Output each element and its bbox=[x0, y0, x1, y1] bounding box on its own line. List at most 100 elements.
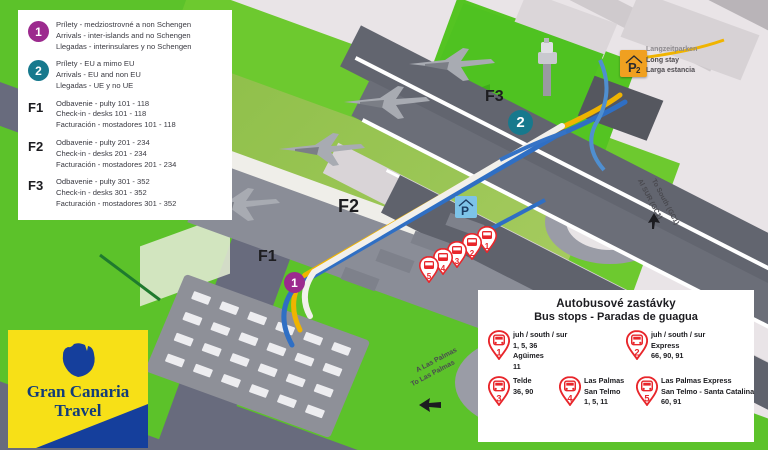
legend-row-f3: F3 Odbavenie - pulty 301 - 352 Check-in … bbox=[28, 177, 224, 209]
legend-text-2-es: Llegadas - UE y no UE bbox=[56, 80, 134, 90]
aircraft-icon-2 bbox=[279, 133, 365, 166]
svg-text:2: 2 bbox=[470, 249, 475, 258]
legend-text-f2: Odbavenie - pulty 201 - 234 Check-in - d… bbox=[56, 138, 176, 170]
parking-label-en: Long stay bbox=[646, 56, 680, 64]
parking-sign-blue[interactable]: P bbox=[455, 196, 477, 218]
map-bus-stop-pin-1[interactable]: 1 bbox=[477, 226, 497, 253]
legend-text-1-es: Llegadas - interinsulares y no Schengen bbox=[56, 41, 192, 51]
bus-stop-text-5: Las Palmas Express San Telmo - Santa Cat… bbox=[661, 376, 754, 408]
bus-stop-text-3: Telde 36, 90 bbox=[513, 376, 533, 397]
bus-stop-3-line-1: 36, 90 bbox=[513, 386, 534, 396]
bus-stop-1-line-3: 11 bbox=[513, 361, 521, 371]
map-label-f1: F1 bbox=[258, 248, 277, 265]
svg-text:1: 1 bbox=[496, 347, 501, 357]
bus-pin-icon-2: 2 bbox=[626, 330, 648, 360]
svg-text:1: 1 bbox=[485, 242, 490, 251]
svg-text:4: 4 bbox=[441, 264, 446, 273]
parking-sign-p2[interactable]: P 2 bbox=[620, 50, 647, 77]
legend-row-arrivals-2: 2 Prílety - EU a mimo EU Arrivals - EU a… bbox=[28, 59, 224, 91]
bus-stop-1-line-1: 1, 5, 36 bbox=[513, 340, 538, 350]
legend-badge-2: 2 bbox=[28, 60, 49, 82]
aircraft-icon-3 bbox=[344, 86, 430, 119]
legend-text-f3-sk: Odbavenie - pulty 301 - 352 bbox=[56, 177, 150, 187]
bus-stop-entry-3[interactable]: 3 Telde 36, 90 bbox=[488, 376, 559, 408]
map-marker-arrivals-1[interactable]: 1 bbox=[284, 272, 305, 293]
svg-text:3: 3 bbox=[455, 257, 460, 266]
logo-line-2: Travel bbox=[54, 401, 102, 421]
legend-text-f3-es: Facturación - mostadores 301 - 352 bbox=[56, 198, 177, 208]
bus-stop-4-line-0: Las Palmas bbox=[584, 376, 625, 386]
logo-accent-triangle bbox=[36, 404, 148, 448]
legend-badge-f2: F2 bbox=[28, 139, 44, 155]
bus-stop-entry-1[interactable]: 1 juh / south / sur 1, 5, 36 Agüimes 11 bbox=[488, 330, 626, 372]
parking-house-icon: P 2 bbox=[625, 54, 642, 75]
legend-row-f2: F2 Odbavenie - pulty 201 - 234 Check-in … bbox=[28, 138, 224, 170]
bus-panel-title-sk: Autobusové zastávky bbox=[556, 298, 676, 310]
control-tower bbox=[538, 38, 557, 96]
legend-text-f1-es: Facturación - mostadores 101 - 118 bbox=[56, 120, 176, 130]
legend-text-f2-en: Check-in - desks 201 - 234 bbox=[56, 148, 147, 158]
svg-text:5: 5 bbox=[644, 394, 649, 404]
svg-text:P: P bbox=[628, 60, 637, 75]
legend-text-1: Prílety - medziostrovné a non Schengen A… bbox=[56, 20, 192, 52]
parking-label-de: Langzeitparken bbox=[646, 46, 698, 53]
logo-line-1: Gran Canaria bbox=[26, 382, 130, 401]
map-bus-stop-pin-2[interactable]: 2 bbox=[462, 233, 482, 260]
legend-badge-f1: F1 bbox=[28, 99, 44, 115]
legend-badge-f3: F3 bbox=[28, 178, 44, 194]
bus-stop-1-line-2: Agüimes bbox=[513, 351, 544, 361]
bus-stop-1-line-0: juh / south / sur bbox=[513, 330, 568, 339]
legend-text-f3-en: Check-in - desks 301 - 352 bbox=[56, 188, 147, 198]
bus-stop-entry-5[interactable]: 5 Las Palmas Express San Telmo - Santa C… bbox=[636, 376, 754, 408]
bus-stop-5-line-1: San Telmo - Santa Catalina bbox=[661, 386, 755, 396]
map-label-f3: F3 bbox=[485, 88, 504, 105]
aircraft-icon-4 bbox=[409, 48, 495, 81]
bus-stop-entry-4[interactable]: 4 Las Palmas San Telmo 1, 5, 11 bbox=[559, 376, 636, 408]
bus-stop-2-line-2: 66, 90, 91 bbox=[651, 351, 684, 361]
parking-label-es: Larga estancia bbox=[646, 67, 696, 74]
bus-pin-icon-3: 3 bbox=[488, 376, 510, 407]
bus-stops-row-top: 1 juh / south / sur 1, 5, 36 Agüimes 11 bbox=[488, 330, 744, 372]
bus-pin-icon-4: 4 bbox=[559, 376, 582, 407]
bus-stop-5-line-0: Las Palmas Express bbox=[661, 376, 732, 386]
arrow-up-icon-south bbox=[648, 213, 660, 229]
bus-pin-icon-5: 5 bbox=[636, 376, 658, 407]
svg-text:3: 3 bbox=[496, 394, 501, 404]
legend-badge-1: 1 bbox=[28, 21, 49, 42]
svg-text:5: 5 bbox=[427, 272, 432, 281]
map-marker-arrivals-2[interactable]: 2 bbox=[508, 110, 533, 135]
legend-text-2-en: Arrivals - EU and non EU bbox=[56, 70, 141, 80]
legend-row-f1: F1 Odbavenie - pulty 101 - 118 Check-in … bbox=[28, 99, 224, 131]
arrow-left-icon-las-palmas bbox=[419, 398, 441, 412]
map-label-f2: F2 bbox=[338, 196, 360, 216]
legend-row-arrivals-1: 1 Prílety - medziostrovné a non Schengen… bbox=[28, 20, 224, 52]
map-bus-stop-pin-5[interactable]: 5 bbox=[419, 256, 439, 283]
bus-stop-text-1: juh / south / sur 1, 5, 36 Agüimes 11 bbox=[513, 330, 567, 372]
legend-text-f1-sk: Odbavenie - pulty 101 - 118 bbox=[56, 98, 150, 108]
legend-text-f2-es: Facturación - mostadores 201 - 234 bbox=[56, 159, 177, 169]
legend-panel: 1 Prílety - medziostrovné a non Schengen… bbox=[18, 10, 232, 220]
bus-pin-icon-1: 1 bbox=[488, 330, 510, 360]
legend-text-f1: Odbavenie - pulty 101 - 118 Check-in - d… bbox=[56, 99, 176, 131]
svg-text:2: 2 bbox=[634, 347, 639, 357]
legend-text-2-sk: Prílety - EU a mimo EU bbox=[56, 59, 135, 69]
bus-stop-text-2: juh / south / sur Express 66, 90, 91 bbox=[651, 330, 705, 362]
bus-stop-text-4: Las Palmas San Telmo 1, 5, 11 bbox=[584, 376, 624, 408]
logo-gran-canaria-travel[interactable]: Gran Canaria Travel bbox=[8, 330, 148, 448]
bus-stops-panel: Autobusové zastávky Bus stops - Paradas … bbox=[478, 290, 754, 442]
svg-text:P: P bbox=[461, 204, 469, 217]
island-shape-icon bbox=[62, 343, 95, 377]
parking-long-stay-label: Langzeitparken Long stay Larga estancia bbox=[646, 45, 766, 77]
bus-stop-4-line-1: San Telmo bbox=[584, 386, 621, 396]
bus-stop-2-line-0: juh / south / sur bbox=[651, 330, 706, 339]
bus-stop-4-line-2: 1, 5, 11 bbox=[584, 397, 608, 407]
map-bus-stop-pin-3[interactable]: 3 bbox=[447, 241, 467, 268]
bus-stop-2-line-1: Express bbox=[651, 340, 680, 350]
legend-text-f3: Odbavenie - pulty 301 - 352 Check-in - d… bbox=[56, 177, 176, 209]
bus-stop-entry-2[interactable]: 2 juh / south / sur Express 66, 90, 91 bbox=[626, 330, 744, 372]
legend-text-1-en: Arrivals - inter-islands and no Schengen bbox=[56, 30, 191, 40]
parking-house-icon-blue: P bbox=[458, 199, 474, 217]
legend-text-f1-en: Check-in - desks 101 - 118 bbox=[56, 109, 147, 119]
legend-text-f2-sk: Odbavenie - pulty 201 - 234 bbox=[56, 138, 150, 148]
